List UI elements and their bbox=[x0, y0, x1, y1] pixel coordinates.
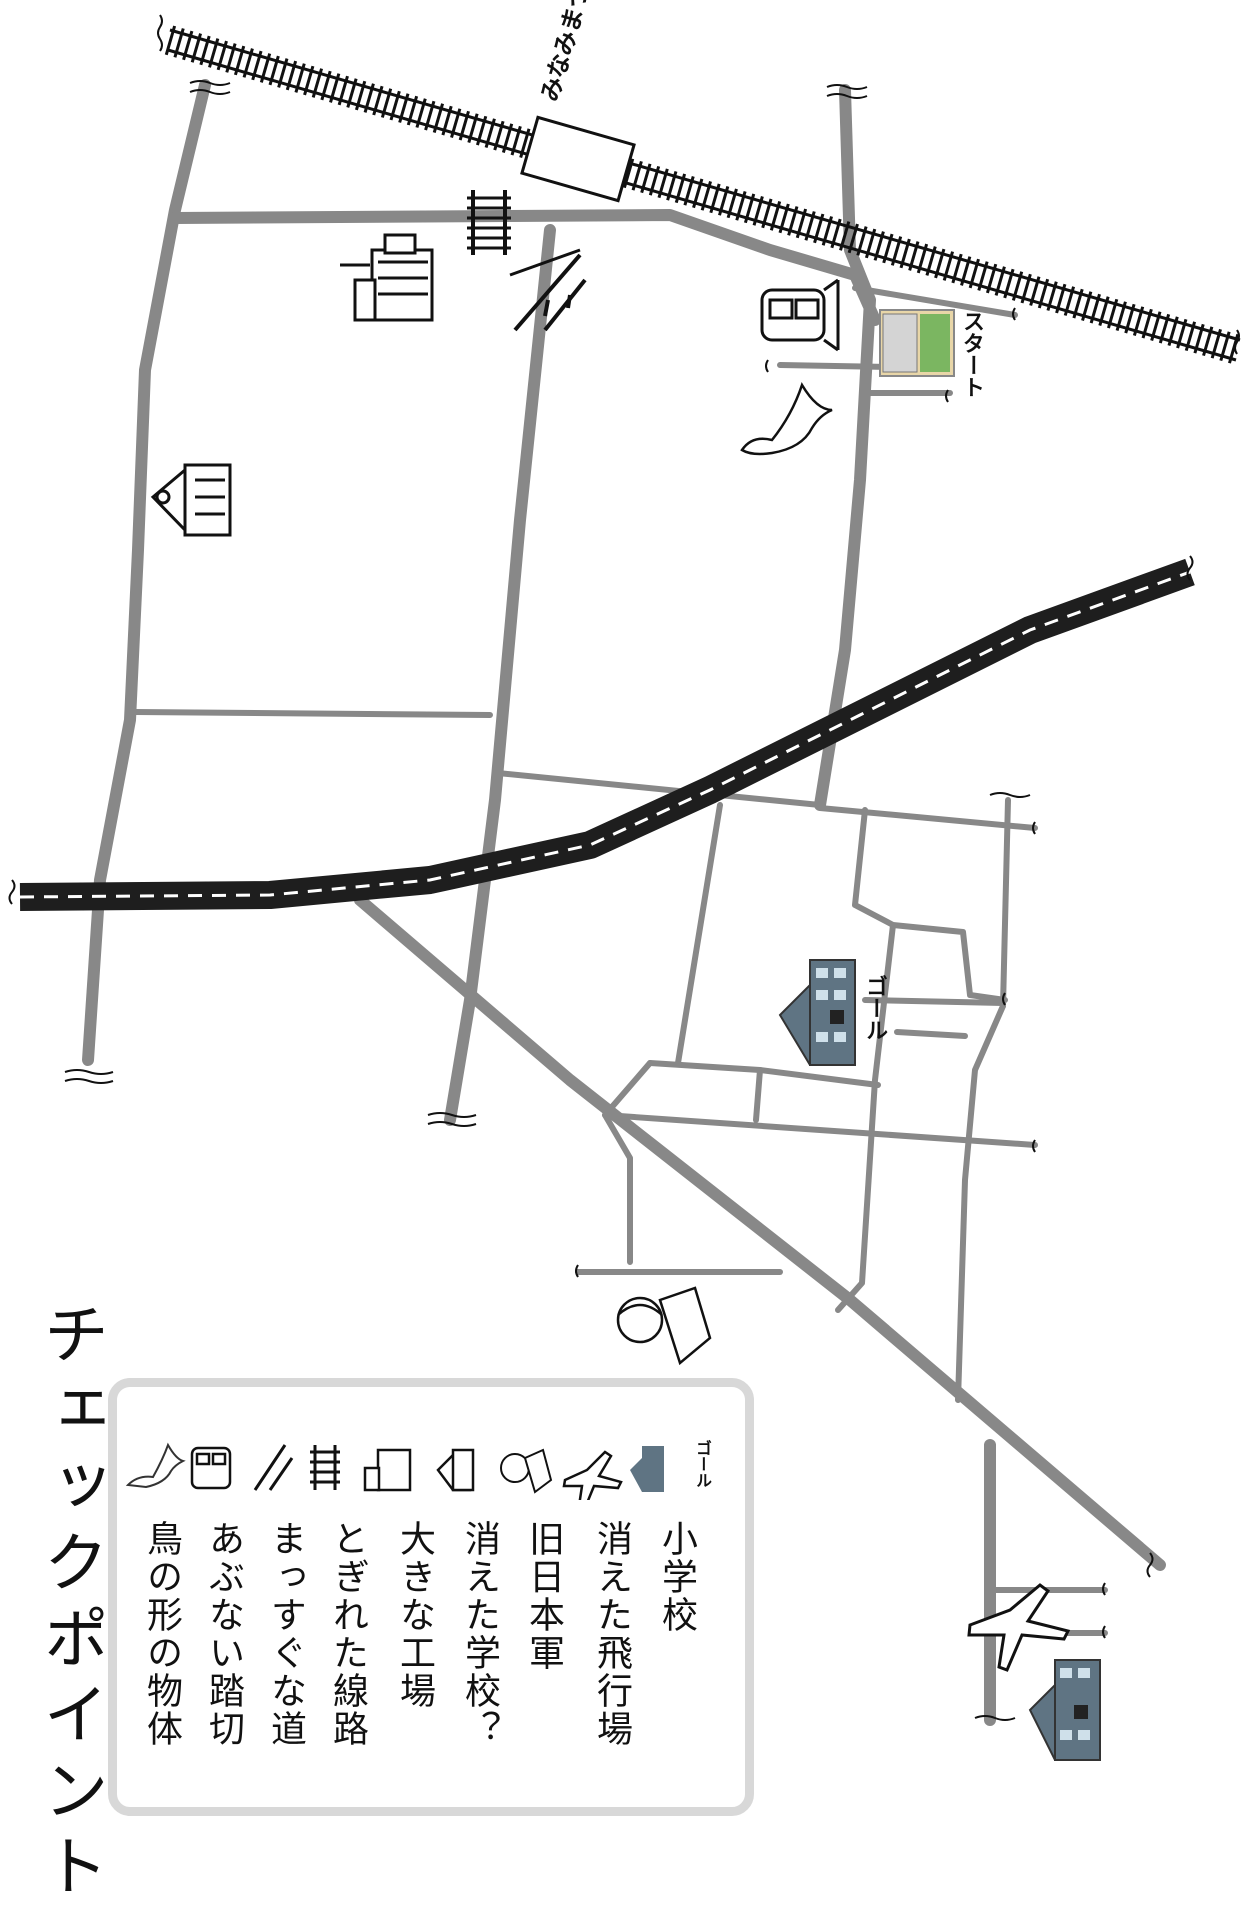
airplane-icon bbox=[967, 1583, 1071, 1672]
factory-icon bbox=[363, 1448, 412, 1492]
legend-item-4: とぎれた線路 bbox=[327, 1520, 368, 1748]
station-building bbox=[520, 115, 636, 203]
legend-item-2: あぶない踏切 bbox=[203, 1520, 244, 1748]
straight-road-icon bbox=[253, 1444, 294, 1491]
city-hall-icon bbox=[879, 309, 955, 377]
legend-icons bbox=[125, 1442, 664, 1500]
street-diagonal bbox=[354, 894, 1166, 1571]
legend-goal-label: ゴール bbox=[693, 1440, 712, 1488]
school-icon bbox=[436, 1448, 475, 1492]
airplane-icon bbox=[562, 1450, 623, 1500]
soldier-icon bbox=[500, 1448, 553, 1494]
streets bbox=[82, 79, 1166, 1726]
legend-item-6: 消えた学校？ bbox=[459, 1520, 500, 1748]
legend-item-3: まっすぐな道 bbox=[265, 1520, 306, 1748]
legend-item-9: 小学校 bbox=[656, 1520, 697, 1634]
soldier-icon bbox=[616, 1286, 712, 1366]
goal-school-icon bbox=[778, 959, 856, 1066]
railway bbox=[164, 25, 1243, 365]
street-west bbox=[82, 79, 211, 1066]
train-icon bbox=[760, 278, 840, 352]
bird-icon bbox=[740, 382, 833, 456]
legend-title: チェックポイント bbox=[32, 1300, 109, 1908]
school-icon bbox=[150, 463, 232, 537]
legend-item-5: 大きな工場 bbox=[394, 1520, 435, 1710]
bird-icon bbox=[125, 1442, 186, 1489]
legend-item-7: 旧日本軍 bbox=[523, 1520, 564, 1672]
legend-item-8: 消えた飛行場 bbox=[591, 1520, 632, 1748]
break-marks bbox=[8, 14, 1240, 1721]
rail-track-icon bbox=[467, 190, 511, 255]
train-icon bbox=[190, 1446, 232, 1490]
goal-school-icon-bottom bbox=[1028, 1659, 1101, 1761]
goal-label: ゴール bbox=[862, 975, 887, 1041]
goal-school-icon bbox=[630, 1446, 664, 1492]
straight-road-icon bbox=[509, 248, 587, 332]
factory-icon bbox=[340, 233, 434, 322]
legend-item-1: 鳥の形の物体 bbox=[141, 1520, 182, 1748]
street-middle bbox=[444, 224, 556, 1126]
rail-track-icon bbox=[310, 1445, 340, 1490]
highway bbox=[19, 558, 1195, 911]
route-map bbox=[8, 14, 1243, 1761]
street-east bbox=[814, 84, 876, 811]
start-label: スタート bbox=[959, 310, 984, 398]
